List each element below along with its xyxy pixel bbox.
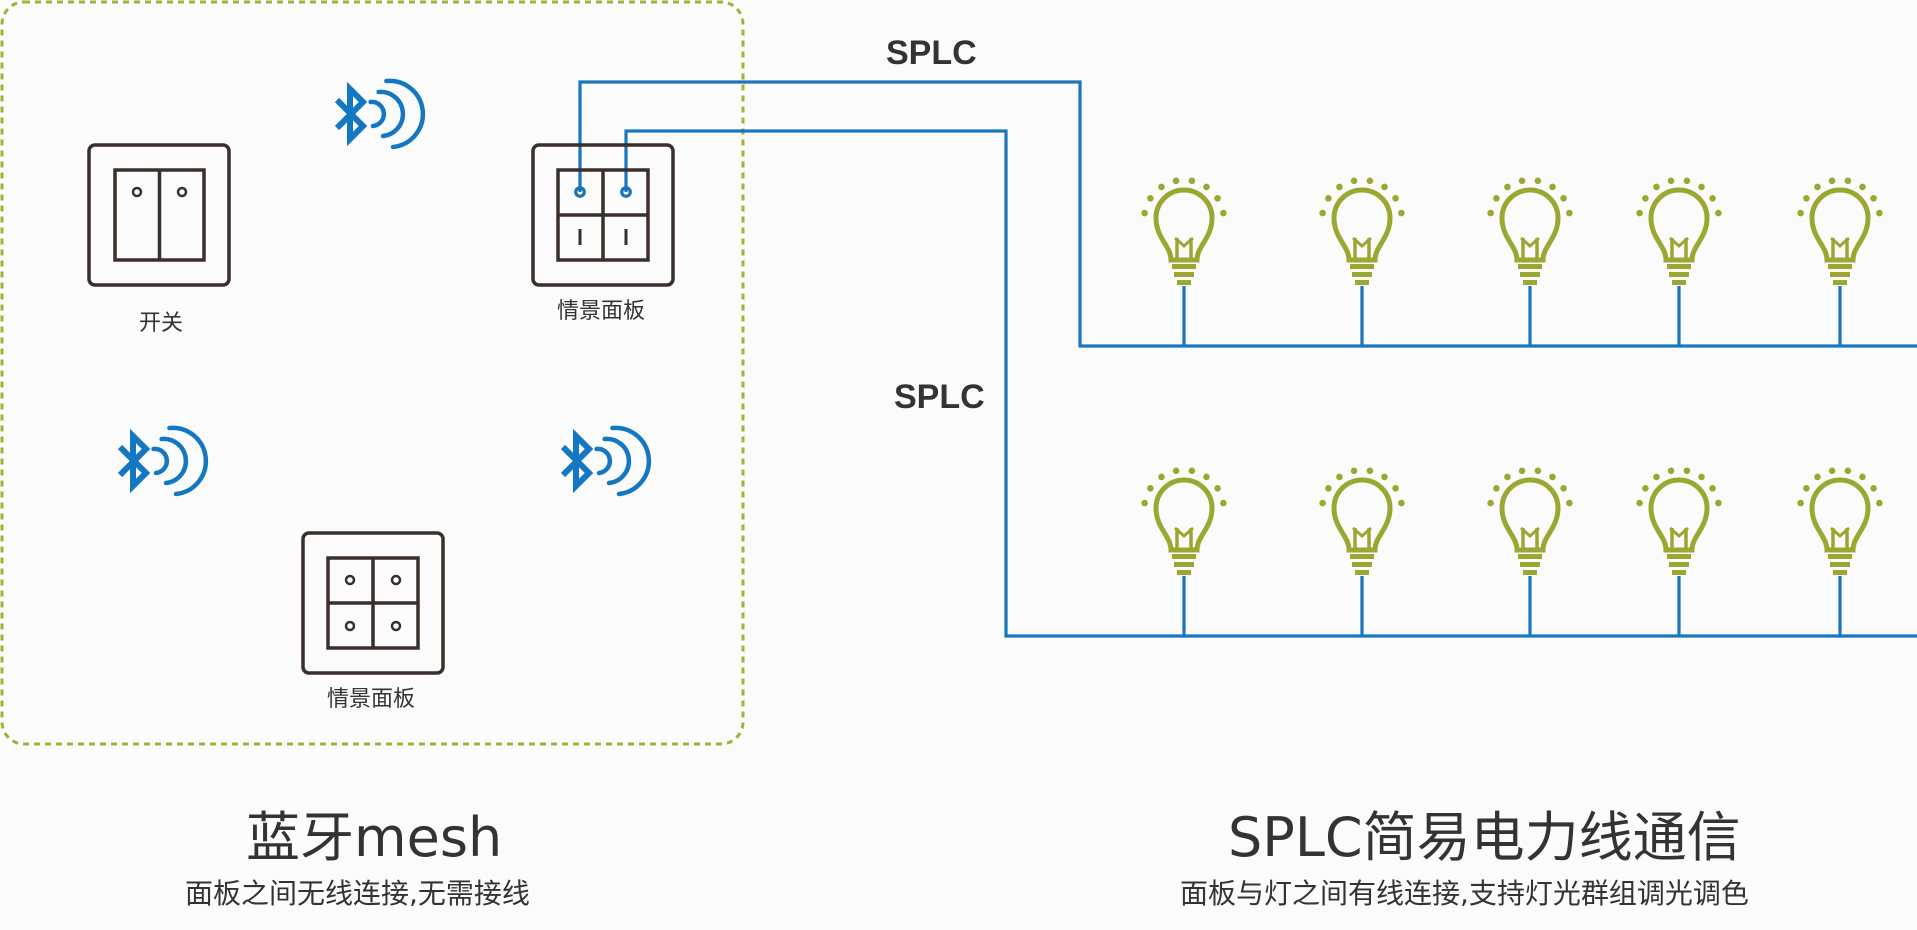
scene-panel-bottom-icon bbox=[301, 531, 445, 675]
wire-terminal bbox=[620, 186, 632, 198]
light-bulb-icon bbox=[1636, 467, 1722, 636]
mesh-subtitle: 面板之间无线连接,无需接线 bbox=[185, 877, 530, 910]
switch-icon bbox=[87, 143, 231, 287]
splc-bottom-line bbox=[624, 129, 1917, 638]
mesh-title: 蓝牙mesh bbox=[246, 806, 503, 869]
splc-title: SPLC简易电力线通信 bbox=[1228, 806, 1741, 869]
splc-bottom-label: SPLC bbox=[894, 378, 985, 416]
light-bulb-icon bbox=[1487, 467, 1573, 636]
light-bulb-icon bbox=[1797, 467, 1883, 636]
light-bulb-icon bbox=[1797, 177, 1883, 346]
scene-panel-bottom-label: 情景面板 bbox=[327, 687, 416, 712]
light-bulb-icon bbox=[1319, 177, 1405, 346]
bluetooth-icons bbox=[117, 78, 652, 497]
wire-terminal bbox=[574, 186, 586, 198]
scene-panel-top-icon bbox=[531, 143, 675, 287]
light-bulb-icon bbox=[1141, 467, 1227, 636]
splc-top-label: SPLC bbox=[886, 34, 977, 72]
bluetooth-mesh-zone bbox=[0, 0, 745, 746]
scene-panel-top-label: 情景面板 bbox=[557, 299, 646, 324]
splc-top-line bbox=[578, 80, 1917, 348]
splc-subtitle: 面板与灯之间有线连接,支持灯光群组调光调色 bbox=[1180, 877, 1749, 910]
splc-wires bbox=[578, 80, 1917, 638]
bluetooth-icon bbox=[117, 425, 209, 497]
light-bulb-icon bbox=[1636, 177, 1722, 346]
bluetooth-icon bbox=[334, 78, 426, 150]
light-bulb-icon bbox=[1487, 177, 1573, 346]
light-bulb-icon bbox=[1319, 467, 1405, 636]
light-bulbs bbox=[1141, 177, 1883, 636]
bluetooth-icon bbox=[560, 425, 652, 497]
switch-label: 开关 bbox=[139, 311, 184, 336]
light-bulb-icon bbox=[1141, 177, 1227, 346]
